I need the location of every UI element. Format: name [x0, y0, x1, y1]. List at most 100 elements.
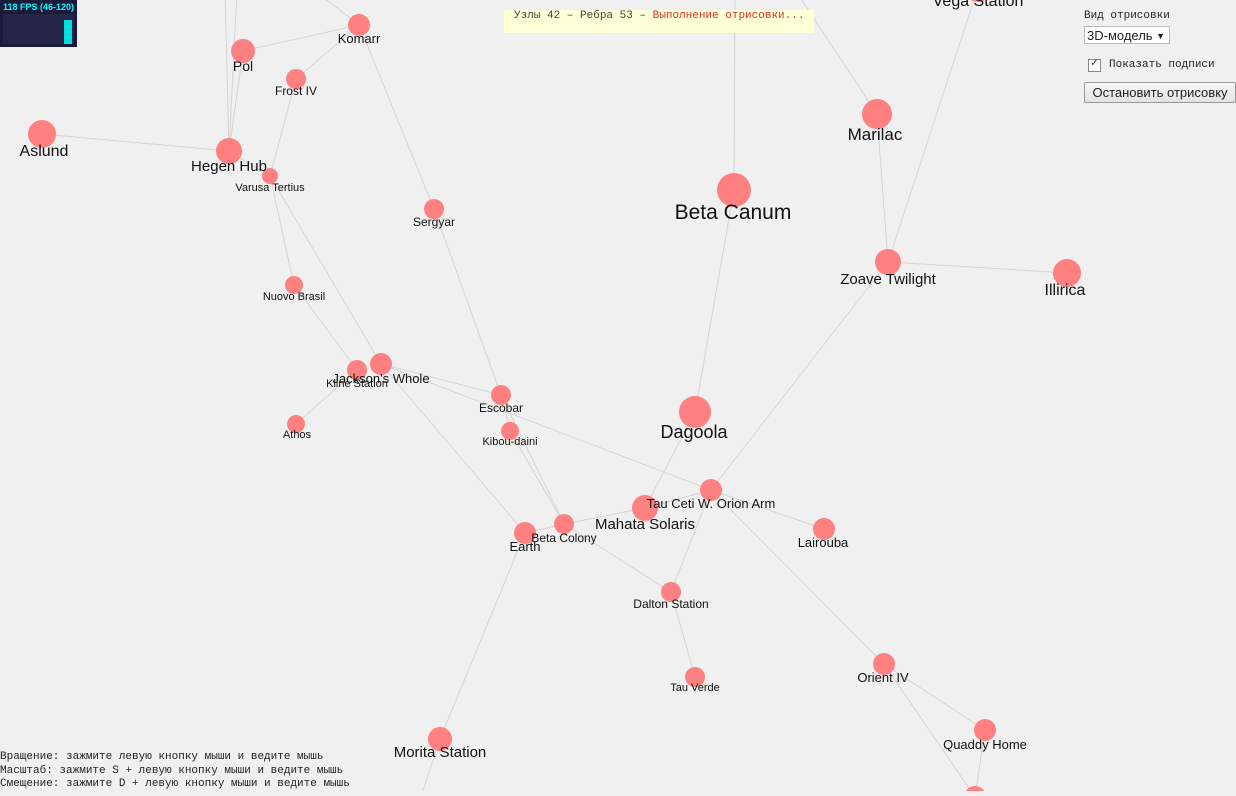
graph-edge [670, 591, 696, 678]
graph-node[interactable] [554, 514, 574, 534]
graph-node[interactable] [685, 667, 705, 687]
graph-edge [433, 208, 502, 396]
graph-node[interactable] [287, 415, 305, 433]
graph-edge [224, 0, 230, 152]
node-label: Beta Colony [531, 531, 596, 545]
node-label: Morita Station [394, 744, 487, 761]
show-labels-row[interactable]: ✓ Показать подписи [1084, 58, 1236, 72]
graph-edge [500, 394, 565, 525]
graph-node[interactable] [1053, 259, 1081, 287]
render-view-label: Вид отрисовки [1084, 10, 1170, 22]
graph-node[interactable] [661, 582, 681, 602]
graph-edge [710, 489, 825, 530]
graph-node[interactable] [700, 479, 722, 501]
graph-node[interactable] [501, 422, 519, 440]
graph-node[interactable] [679, 396, 711, 428]
node-label: Tau Ceti W. Orion Arm [647, 496, 776, 511]
graph-node[interactable] [875, 249, 901, 275]
node-label: Sergyar [413, 215, 455, 229]
nodes-layer[interactable] [28, 0, 1081, 796]
graph-node[interactable] [347, 360, 367, 380]
render-view-value: 3D-модель [1087, 28, 1153, 43]
node-label: Dalton Station [633, 597, 708, 611]
graph-edge [883, 663, 986, 731]
graph-node[interactable] [873, 653, 895, 675]
node-label: Kibou-daini [482, 436, 537, 448]
node-label: Aslund [20, 143, 69, 160]
help-pan: Смещение: зажмите D + левую кнопку мыши … [0, 778, 350, 790]
graph-node[interactable] [28, 120, 56, 148]
help-text: Вращение: зажмите левую кнопку мыши и ве… [0, 751, 350, 792]
fps-meter: 118 FPS (46-120) [0, 0, 77, 47]
graph-node[interactable] [964, 0, 992, 2]
node-label: Frost IV [275, 84, 317, 98]
graph-edge [295, 369, 358, 425]
node-label: Quaddy Home [943, 737, 1027, 752]
graph-edge [242, 24, 360, 52]
graph-edge [694, 189, 735, 413]
show-labels-label: Показать подписи [1109, 59, 1215, 71]
graph-edge [563, 523, 672, 593]
help-rotate: Вращение: зажмите левую кнопку мыши и ве… [0, 751, 324, 763]
graph-node[interactable] [370, 353, 392, 375]
graph-node[interactable] [216, 138, 242, 164]
graph-node[interactable] [964, 786, 986, 796]
graph-node[interactable] [632, 495, 658, 521]
graph-edge [293, 284, 358, 371]
graph-node[interactable] [491, 385, 511, 405]
graph-edge [509, 430, 565, 525]
graph-node[interactable] [514, 522, 536, 544]
node-label: Mahata Solaris [595, 516, 695, 533]
graph-node[interactable] [813, 518, 835, 540]
node-label: Illirica [1045, 282, 1086, 299]
node-label: Orient IV [857, 670, 909, 685]
node-label: Jackson's Whole [332, 371, 429, 386]
node-label: Dagoola [660, 422, 728, 442]
graph-edge [380, 363, 712, 491]
node-label: Escobar [479, 401, 523, 415]
graph-edge [269, 175, 382, 365]
node-label: Lairouba [798, 535, 849, 550]
node-label: Komarr [338, 31, 381, 46]
render-view-select[interactable]: 3D-модель ▼ [1084, 26, 1170, 44]
graph-node[interactable] [262, 168, 278, 184]
graph-edge [358, 24, 435, 210]
node-label: Zoave Twilight [840, 271, 936, 288]
graph-edge [670, 489, 712, 593]
node-label: Vega Station [933, 0, 1024, 10]
graph-edge [710, 489, 885, 665]
graph-node[interactable] [974, 719, 996, 741]
node-label: Hegen Hub [191, 158, 267, 175]
graph-edge [228, 0, 238, 152]
graph-edge [269, 175, 295, 286]
graph-edge [380, 363, 502, 396]
graph-edge [710, 261, 889, 491]
status-bar: Узлы 42 – Ребра 53 – Выполнение отрисовк… [504, 10, 815, 33]
graph-edge [887, 261, 1068, 274]
graph-node[interactable] [862, 99, 892, 129]
graph-edge [644, 411, 696, 509]
graph-edge [439, 532, 526, 740]
graph-node[interactable] [348, 14, 370, 36]
graph-edge [974, 729, 986, 796]
graph-edge [269, 78, 297, 177]
graph-node[interactable] [286, 69, 306, 89]
graph-edge [876, 113, 889, 263]
stop-render-button[interactable]: Остановить отрисовку [1084, 82, 1236, 103]
graph-node[interactable] [717, 173, 751, 207]
graph-node[interactable] [285, 276, 303, 294]
node-label: Nuovo Brasil [263, 291, 325, 303]
render-controls: Вид отрисовки 3D-модель ▼ ✓ Показать под… [1084, 10, 1236, 103]
graph-node[interactable] [231, 39, 255, 63]
graph-node[interactable] [424, 199, 444, 219]
fps-text: 118 FPS (46-120) [3, 2, 75, 12]
graph-edge [887, 0, 975, 263]
graph-node[interactable] [428, 727, 452, 751]
node-label: Varusa Tertius [235, 182, 305, 194]
show-labels-checkbox[interactable]: ✓ [1088, 58, 1101, 72]
fps-bar [64, 20, 72, 44]
node-label: Tau Verde [670, 682, 720, 694]
node-label: Athos [283, 429, 312, 441]
